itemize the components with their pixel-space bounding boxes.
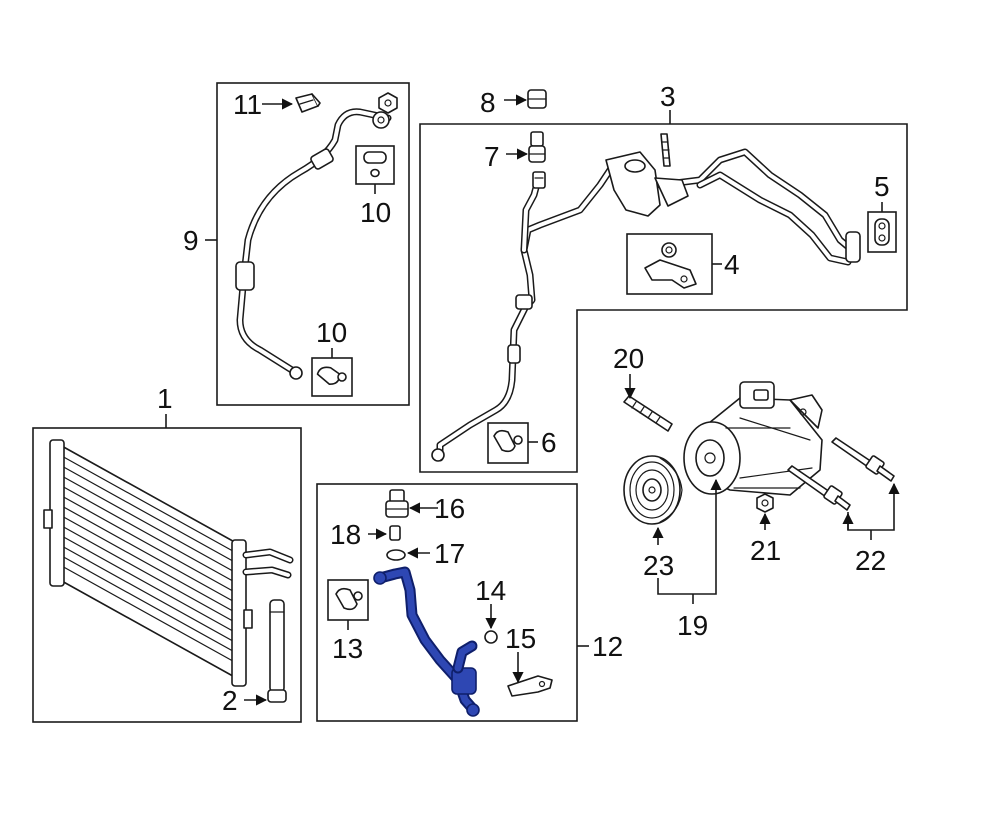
nut-9[interactable] <box>378 92 398 114</box>
condenser-1[interactable] <box>43 439 294 687</box>
callout-15: 15 <box>505 623 536 654</box>
callout-21: 21 <box>750 535 781 566</box>
group-9-box <box>216 82 410 406</box>
valve-7[interactable] <box>528 131 546 163</box>
callout-4: 4 <box>724 249 740 280</box>
callout-10-bottom: 10 <box>316 317 347 348</box>
callout-13: 13 <box>332 633 363 664</box>
group-12-box <box>316 483 578 722</box>
callout-6: 6 <box>541 427 557 458</box>
callout-23: 23 <box>643 550 674 581</box>
o-ring-17[interactable] <box>386 549 406 561</box>
seal-kit-13[interactable] <box>327 579 369 621</box>
callout-5: 5 <box>874 171 890 202</box>
callout-9: 9 <box>183 225 199 256</box>
seal-kit-10-top[interactable] <box>355 145 395 185</box>
cap-8[interactable] <box>527 89 547 109</box>
group-3-box <box>419 123 908 473</box>
nut-21[interactable] <box>756 493 774 513</box>
callout-2: 2 <box>222 685 238 716</box>
callout-7: 7 <box>484 141 500 172</box>
callout-11: 11 <box>233 89 262 120</box>
callout-10-top: 10 <box>360 197 391 228</box>
bracket-15[interactable] <box>507 675 553 697</box>
callout-20: 20 <box>613 343 644 374</box>
leader-22 <box>847 482 900 531</box>
bolt-22-a[interactable] <box>787 465 851 511</box>
stud-20[interactable] <box>623 395 673 432</box>
bracket-kit-4[interactable] <box>626 233 713 295</box>
valve-core-11[interactable] <box>295 93 321 113</box>
callout-14: 14 <box>475 575 506 606</box>
seal-kit-5[interactable] <box>867 211 897 253</box>
valve-core-18[interactable] <box>389 525 401 541</box>
seal-kit-6[interactable] <box>487 422 529 464</box>
group-1-box <box>32 427 302 723</box>
callout-12: 12 <box>592 631 623 662</box>
highlighted-hose-12[interactable] <box>373 566 480 717</box>
pulley-23[interactable] <box>623 455 683 525</box>
callout-16: 16 <box>434 493 465 524</box>
callout-3: 3 <box>660 81 676 112</box>
bolt-3[interactable] <box>660 133 671 167</box>
callout-8: 8 <box>480 87 496 118</box>
callout-22: 22 <box>855 545 886 576</box>
hose-assembly-9[interactable] <box>235 108 392 380</box>
receiver-drier-2[interactable] <box>267 599 287 703</box>
seal-kit-10-bottom[interactable] <box>311 357 353 397</box>
callout-17: 17 <box>434 538 465 569</box>
callout-1: 1 <box>157 383 173 414</box>
leader-19 <box>657 478 722 595</box>
o-ring-14[interactable] <box>484 630 498 644</box>
pressure-switch-16[interactable] <box>385 489 409 518</box>
manifold-pipe-3[interactable] <box>431 148 861 462</box>
callout-19: 19 <box>677 610 708 641</box>
callout-18: 18 <box>330 519 361 550</box>
bolt-22-b[interactable] <box>831 437 895 482</box>
